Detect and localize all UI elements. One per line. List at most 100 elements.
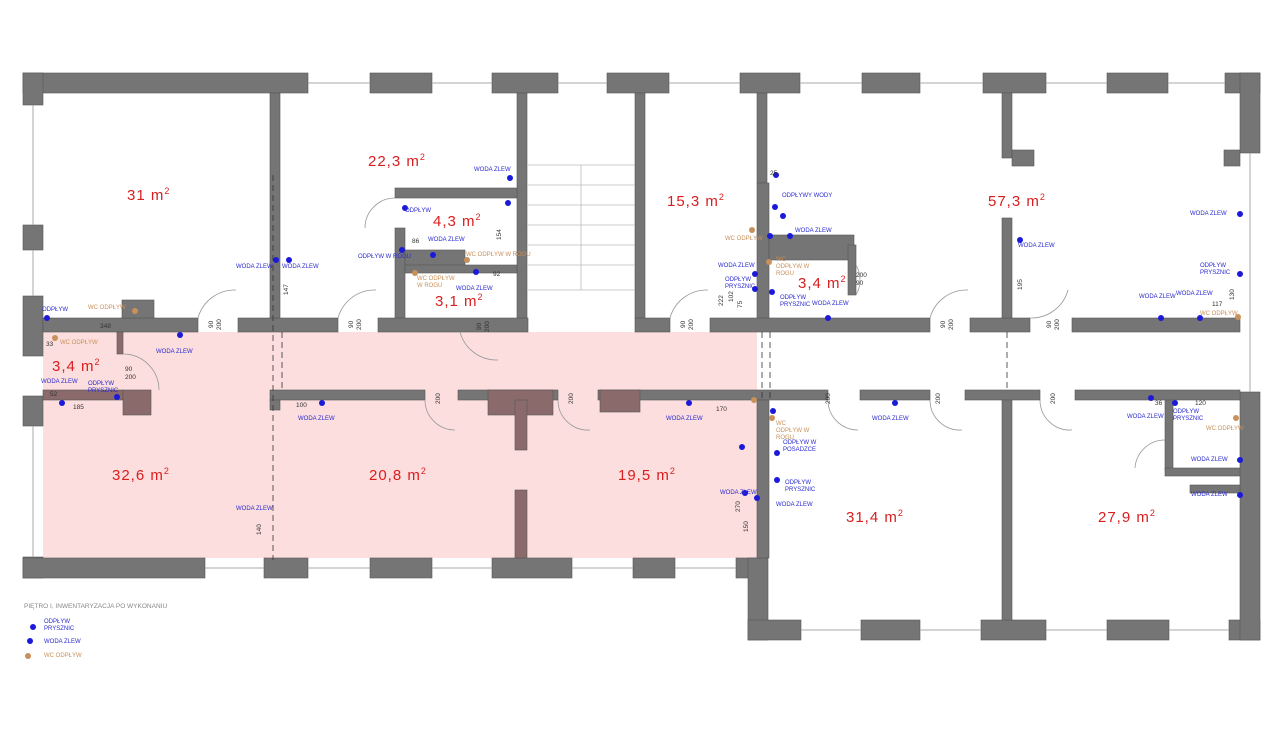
door-dim: 90 [856,280,864,287]
room-area-label: 57,3 m2 [988,192,1046,210]
doors [122,197,1166,469]
fixture-label: WODA ZLEW [1127,414,1164,420]
room-area-label: 3,4 m2 [52,357,101,375]
wc-label: WC ODPŁYW W ROGU [466,252,531,258]
fixture-label: ODPŁYW W ROGU [358,254,412,260]
door-dim: 200 [825,393,832,404]
legend-item-sink-water: WODA ZLEW [44,639,81,645]
staircase [527,164,635,291]
water-points [27,172,1243,644]
door-dim: 200 [568,393,575,404]
dimension: 130 [1229,289,1236,300]
door-dim: 200 [435,393,442,404]
door-dim: 200 [484,321,491,332]
room-area-label: 31,4 m2 [846,508,904,526]
dimension: 270 [735,501,742,512]
wc-label: WC ODPŁYW W ROGU [776,257,810,277]
door-dim: 90 [208,320,215,328]
fixture-label: WODA ZLEW [428,237,465,243]
fixture-label: WODA ZLEW [812,301,849,307]
room-area-label: 19,5 m2 [618,466,676,484]
dimension: 120 [1195,400,1206,407]
dimension: 170 [716,406,727,413]
door-dim: 90 [348,320,355,328]
door-dim: 90 [1046,320,1053,328]
dimension: 33 [46,341,54,348]
dashed-lines [272,175,1008,560]
door-dim: 90 [476,322,483,330]
fixture-label: WODA ZLEW [872,416,909,422]
fixture-label: WODA ZLEW [236,264,273,270]
fixture-label: WODA ZLEW [282,264,319,270]
fixture-label: WODA ZLEW [236,506,273,512]
room-area-label: 31 m2 [127,186,171,204]
fixture-label: WODA ZLEW [1190,211,1227,217]
fixture-label: WODA ZLEW [156,349,193,355]
fixture-label: ODPŁYW W POSADZCE [783,440,817,453]
dimension: 154 [496,229,503,240]
room-area-label: 20,8 m2 [369,466,427,484]
fixture-label: ODPŁYW PRYSZNIC [780,295,811,308]
door-dim: 200 [948,319,955,330]
fixture-label: WODA ZLEW [298,416,335,422]
fixture-label: WODA ZLEW [720,490,757,496]
fixture-label: WODA ZLEW [666,416,703,422]
wc-label: WC ODPŁYW [88,305,126,311]
door-dim: 200 [688,319,695,330]
dimension: 185 [73,404,84,411]
room-area-label: 3,4 m2 [798,274,847,292]
wc-label: WC ODPŁYW W ROGU [417,276,455,289]
wc-label: WC ODPŁYW [60,340,98,346]
fixture-label: WODA ZLEW [1191,457,1228,463]
wc-label: WC ODPŁYW W ROGU [776,421,810,441]
room-area-label: 22,3 m2 [368,152,426,170]
door-dim: 200 [216,319,223,330]
fixture-label: WODA ZLEW [474,167,511,173]
room-area-label: 3,1 m2 [435,292,484,310]
fixture-label: WODA ZLEW [41,379,78,385]
highlighted-zone [43,332,757,558]
fixture-label: WODA ZLEW [795,228,832,234]
legend-item-wc-drain: WC ODPŁYW [44,653,82,659]
door-dim: 200 [125,374,136,381]
dimension: 25 [770,170,778,177]
fixture-label: WODA ZLEW [718,263,755,269]
dimension: 348 [100,323,111,330]
legend-item-shower-drain: ODPŁYW PRYSZNIC [44,619,75,632]
room-area-label: 32,6 m2 [112,466,170,484]
wc-label: WC ODPŁYW [725,236,763,242]
fixture-label: ODPŁYW PRYSZNIC [785,480,816,493]
fixture-label: ODPŁYW [405,208,432,214]
dimension: 140 [256,524,263,535]
fixture-label: ODPŁYWY WODY [782,193,833,199]
room-area-label: 27,9 m2 [1098,508,1156,526]
room-area-label: 4,3 m2 [433,212,482,230]
dimension: 222 [718,295,725,306]
door-dim: 200 [935,393,942,404]
fixture-label: ODPŁYW [42,307,69,313]
wc-points [25,227,1241,659]
door-dim: 200 [1054,319,1061,330]
dimension: 92 [493,271,501,278]
windows [32,82,1251,631]
dimension: 147 [283,284,290,295]
fixture-label: WODA ZLEW [456,286,493,292]
fixture-label: ODPŁYW PRYSZNIC [1200,263,1231,276]
fixture-label: WODA ZLEW [776,502,813,508]
dimension: 117 [1212,301,1223,308]
fixture-label: ODPŁYW PRYSZNIC [88,381,119,394]
door-dim: 90 [680,320,687,328]
fixture-label: WODA ZLEW [1191,492,1228,498]
fixture-label: WODA ZLEW [1018,243,1055,249]
walls [22,72,1261,641]
door-dim: 90 [940,320,947,328]
door-dim: 200 [856,272,867,279]
dimension: 52 [50,391,58,398]
room-area-label: 15,3 m2 [667,192,725,210]
wc-label: WC ODPŁYW [1200,311,1238,317]
door-dim: 200 [1050,393,1057,404]
dimension: 195 [1017,279,1024,290]
door-dim: 90 [125,366,133,373]
